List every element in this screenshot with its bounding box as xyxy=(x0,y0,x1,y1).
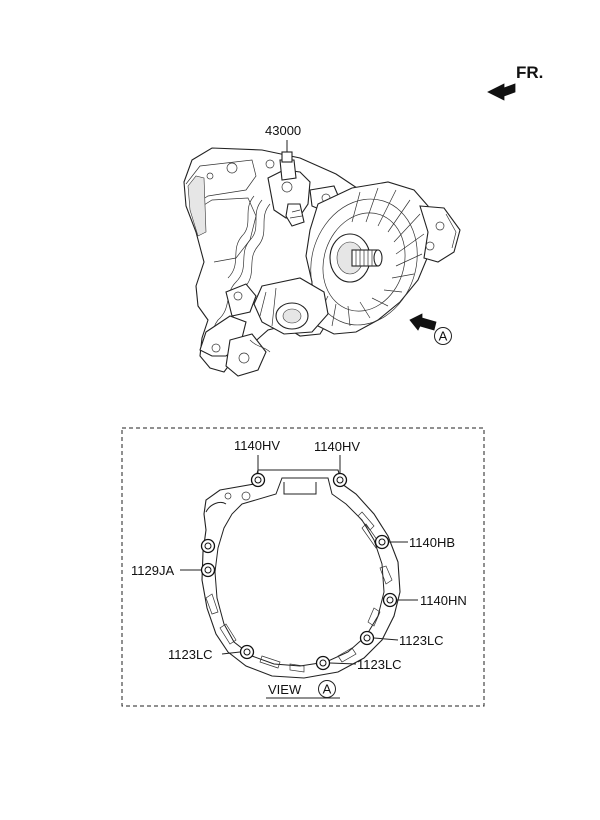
callout-1123lc-left: 1123LC xyxy=(168,647,213,662)
view-direction-arrow-icon xyxy=(409,313,437,331)
bolt-hb xyxy=(374,534,390,550)
view-caption-letter: A xyxy=(323,682,332,697)
callout-1123lc-bottom: 1123LC xyxy=(357,657,402,672)
front-arrow-icon xyxy=(487,83,516,101)
bolt-lc-right xyxy=(359,630,375,646)
view-a-caption: VIEW A xyxy=(266,680,340,699)
bolt-hv-left xyxy=(250,472,266,488)
callout-1129ja: 1129JA xyxy=(131,563,174,578)
view-caption-text: VIEW xyxy=(268,682,302,697)
bolt-lc-left xyxy=(239,644,255,660)
callout-1140hn: 1140HN xyxy=(420,593,467,608)
bolt-ja-upper xyxy=(200,538,216,554)
view-a-marker-letter: A xyxy=(439,329,448,344)
transaxle-assembly xyxy=(183,147,461,377)
callout-1123lc-right: 1123LC xyxy=(399,633,444,648)
front-label: FR. xyxy=(516,63,543,82)
bolt-lc-bottom xyxy=(315,655,331,671)
view-a-frame xyxy=(121,427,485,707)
clutch-housing-plate xyxy=(201,469,401,679)
callout-1140hb: 1140HB xyxy=(409,535,455,550)
view-a-marker: A xyxy=(409,313,452,345)
front-direction-indicator: FR. xyxy=(487,63,543,101)
assembly-part-number: 43000 xyxy=(265,123,301,138)
bolt-hv-right xyxy=(332,472,348,488)
callout-1140hv-right: 1140HV xyxy=(314,439,360,454)
bolt-hn xyxy=(382,592,398,608)
callout-leaders xyxy=(180,455,418,665)
bolt-ja-lower xyxy=(200,562,216,578)
callout-1140hv-left: 1140HV xyxy=(234,438,280,453)
